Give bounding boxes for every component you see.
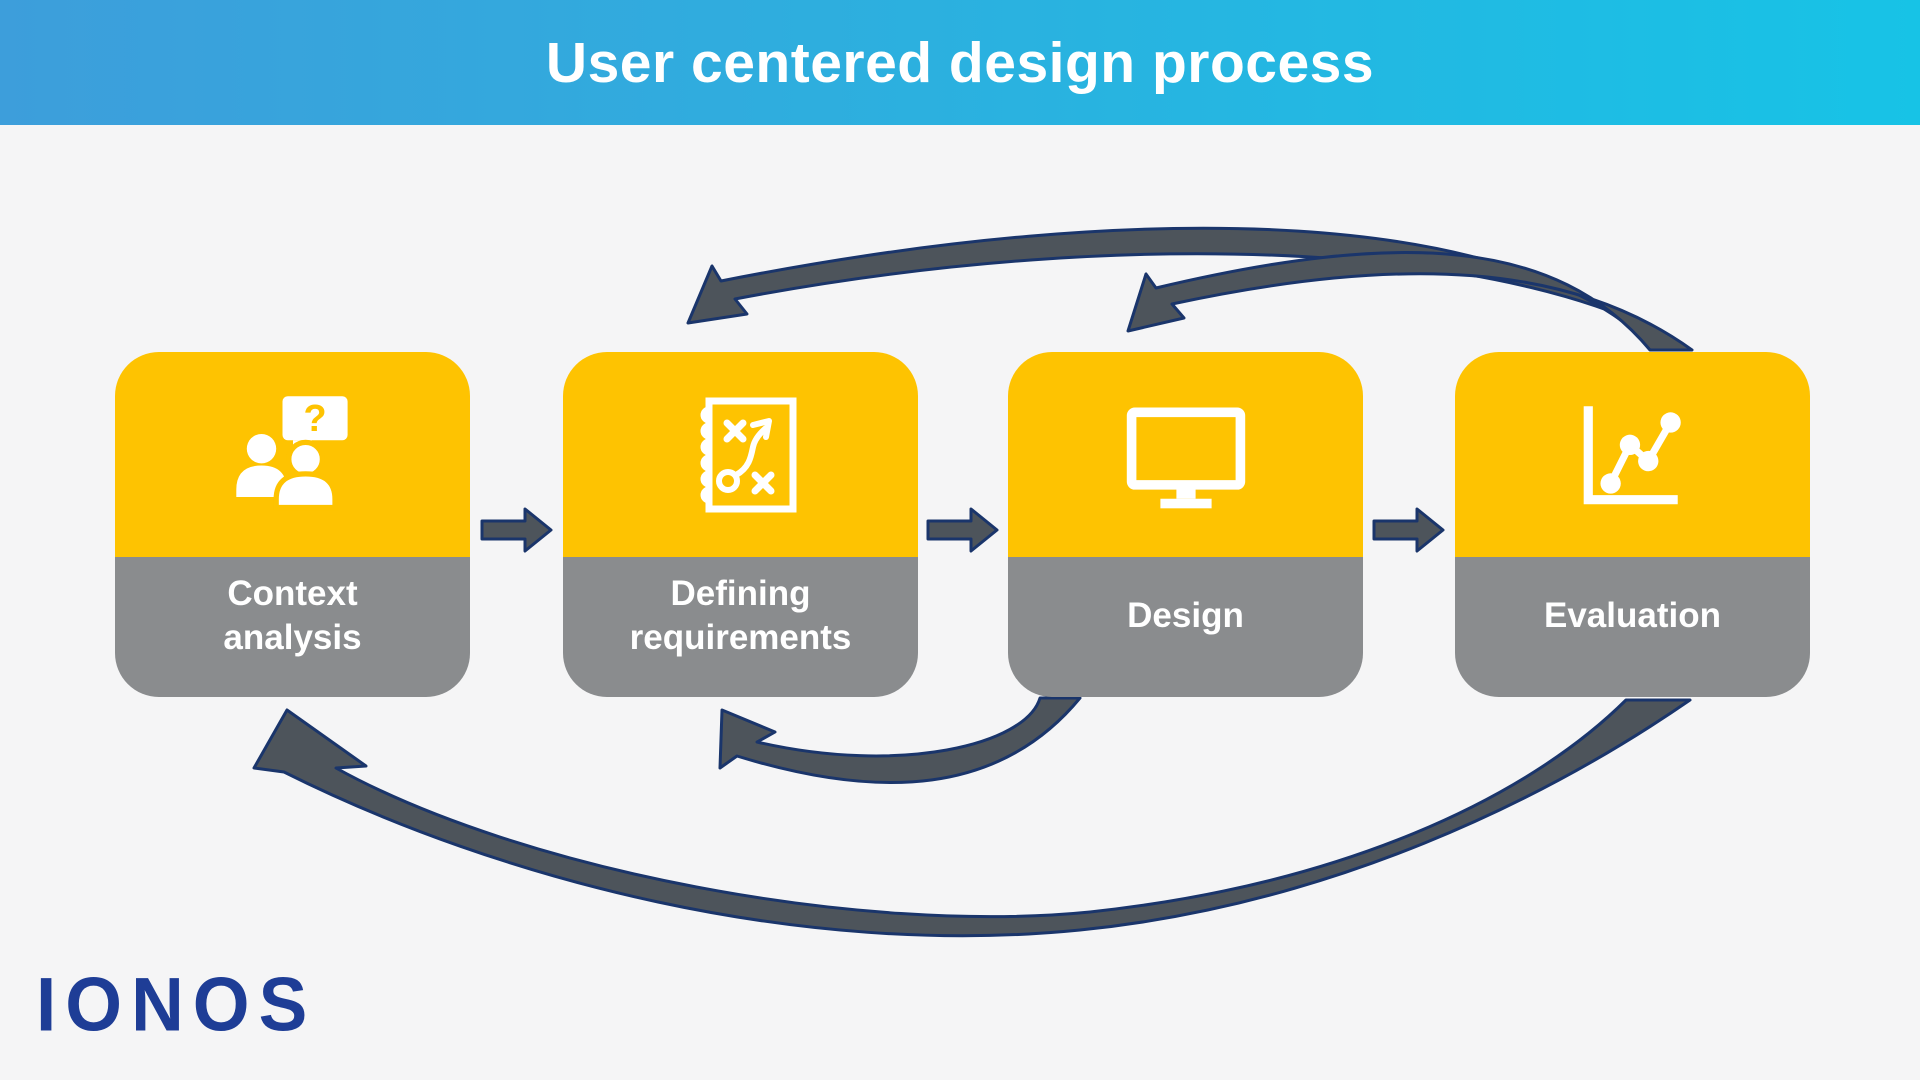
page-title: User centered design process bbox=[545, 30, 1375, 95]
feedback-arrow-evaluation-to-context bbox=[252, 698, 1692, 938]
forward-arrow-icon bbox=[480, 507, 553, 553]
people-question-icon: ? bbox=[235, 395, 348, 510]
stage-card-icon-area bbox=[1008, 352, 1363, 557]
stage-card-icon-area bbox=[1455, 352, 1810, 557]
feedback-arrow-evaluation-to-design bbox=[1126, 251, 1694, 352]
stage-card-evaluation: Evaluation bbox=[1455, 352, 1810, 697]
stage-card-design: Design bbox=[1008, 352, 1363, 697]
forward-arrow-icon bbox=[926, 507, 999, 553]
stage-card-context-analysis: ? Context analysis bbox=[115, 352, 470, 697]
feedback-arrow-design-to-requirements bbox=[718, 696, 1082, 785]
stage-label: requirements bbox=[629, 618, 852, 657]
stage-label: Context bbox=[227, 574, 358, 613]
stage-card-icon-area bbox=[563, 352, 918, 557]
ionos-logo: IONOS bbox=[36, 963, 317, 1048]
stage-label: Design bbox=[1127, 596, 1244, 635]
line-chart-icon bbox=[1583, 405, 1681, 504]
question-mark-glyph: ? bbox=[303, 397, 326, 439]
stage-card-label-area: Defining requirements bbox=[563, 557, 918, 697]
stage-card-defining-requirements: Defining requirements bbox=[563, 352, 918, 697]
monitor-icon bbox=[1126, 407, 1245, 508]
stage-card-label-area: Design bbox=[1008, 557, 1363, 697]
stage-card-label-area: Context analysis bbox=[115, 557, 470, 697]
stage-label: Defining bbox=[670, 574, 811, 613]
header-bar: User centered design process bbox=[0, 0, 1920, 125]
stage-label: Evaluation bbox=[1544, 596, 1721, 635]
forward-arrow-icon bbox=[1372, 507, 1445, 553]
stage-label: analysis bbox=[223, 618, 362, 657]
strategy-notebook-icon bbox=[700, 397, 796, 512]
stage-card-icon-area: ? bbox=[115, 352, 470, 557]
feedback-arrow-evaluation-to-requirements bbox=[686, 226, 1692, 352]
stage-card-label-area: Evaluation bbox=[1455, 557, 1810, 697]
